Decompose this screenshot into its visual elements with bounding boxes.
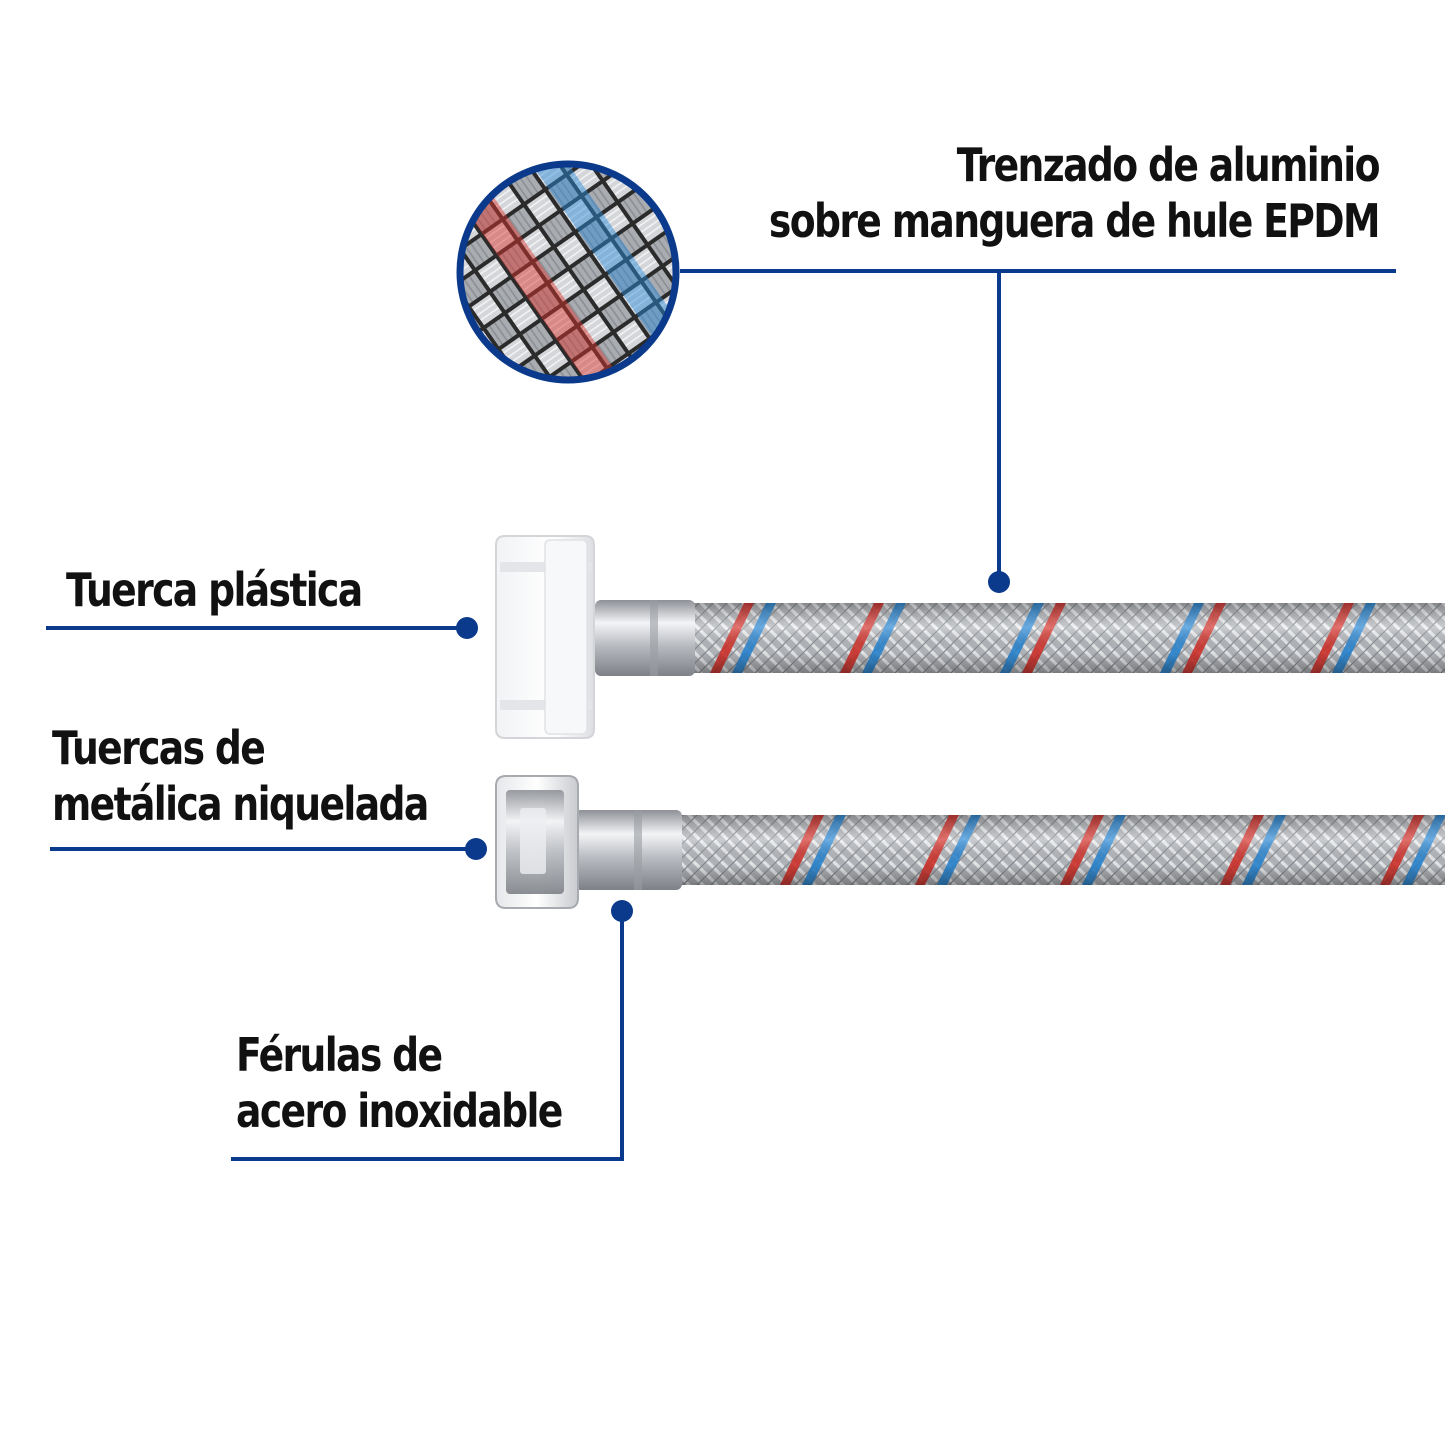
ferrule-label-line2: acero inoxidable [236, 1084, 563, 1138]
plastic-nut-callout-dot [456, 617, 478, 639]
ferrule-label-line1: Férulas de [236, 1028, 443, 1082]
plastic-nut-label-line1: Tuerca plástica [66, 563, 363, 617]
ferrule-callout-dot [611, 900, 633, 922]
metal-nut-label-line1: Tuercas de [52, 721, 266, 775]
hose-bottom [495, 775, 1445, 909]
plastic-nut-label: Tuerca plástica [66, 562, 363, 618]
hose-top-ferrule [595, 600, 695, 676]
plastic-nut [495, 535, 595, 739]
metal-nut-callout-dot [465, 838, 487, 860]
braid-detail-magnifier [456, 160, 680, 384]
ferrule-label: Férulas de acero inoxidable [236, 1027, 563, 1139]
hose-top [495, 535, 1445, 739]
metal-nut [495, 775, 579, 909]
braid-callout-dot [988, 571, 1010, 593]
metal-nut-label-line2: metálica niquelada [52, 777, 429, 831]
braid-label-line2: sobre manguera de hule EPDM [769, 194, 1381, 248]
hose-bottom-ferrule [574, 810, 682, 890]
callout-lines [46, 269, 1396, 1161]
braid-label-line1: Trenzado de aluminio [956, 138, 1381, 192]
braid-label: Trenzado de aluminio sobre manguera de h… [769, 137, 1381, 249]
metal-nut-label: Tuercas de metálica niquelada [52, 720, 429, 832]
